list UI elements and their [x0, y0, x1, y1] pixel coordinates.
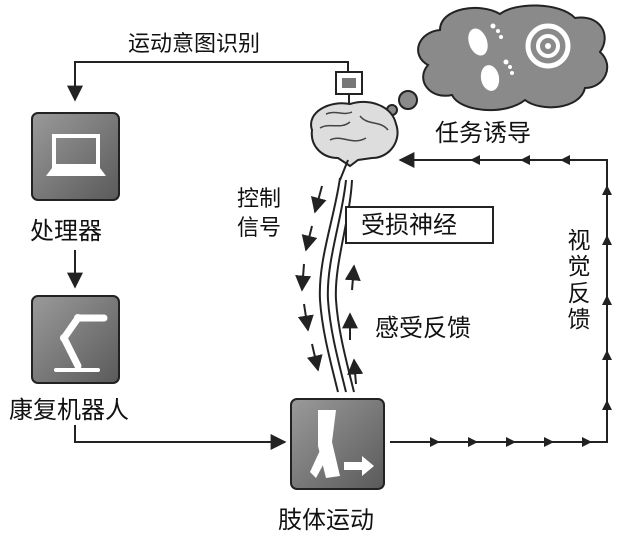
footprint-icon	[468, 23, 514, 91]
thought-bubble-icon	[386, 4, 609, 116]
camera-icon	[335, 71, 363, 104]
label-damaged-nerve: 受损神经	[361, 211, 457, 239]
label-control-signal-line1: 控制	[237, 187, 282, 212]
label-rehab-robot: 康复机器人	[9, 396, 129, 424]
leg-icon	[310, 410, 374, 478]
label-motor-intent: 运动意图识别	[128, 32, 261, 57]
label-sensory-feedback: 感受反馈	[375, 314, 471, 342]
target-icon	[525, 23, 571, 69]
limb-box	[290, 398, 385, 490]
processor-box	[31, 112, 120, 201]
label-control-signal-line2: 信号	[237, 215, 282, 241]
intent-loop-arrow	[67, 61, 349, 102]
visual-feedback-arrowheads	[430, 155, 612, 447]
laptop-icon	[46, 134, 106, 176]
label-limb-motion: 肢体运动	[278, 506, 374, 534]
damaged-nerve-tag: 受损神经	[345, 206, 494, 244]
label-visual-feedback: 视觉反馈	[567, 228, 591, 334]
robot-box	[31, 295, 120, 384]
robot-arm-icon	[54, 314, 108, 372]
label-processor: 处理器	[30, 217, 102, 245]
brain-icon	[310, 101, 399, 181]
robot-to-limb-arrow	[74, 425, 287, 450]
label-task-induction: 任务诱导	[435, 119, 531, 147]
control-signal-arrows	[295, 185, 327, 372]
label-control-signal: 控制 信号	[237, 186, 281, 243]
